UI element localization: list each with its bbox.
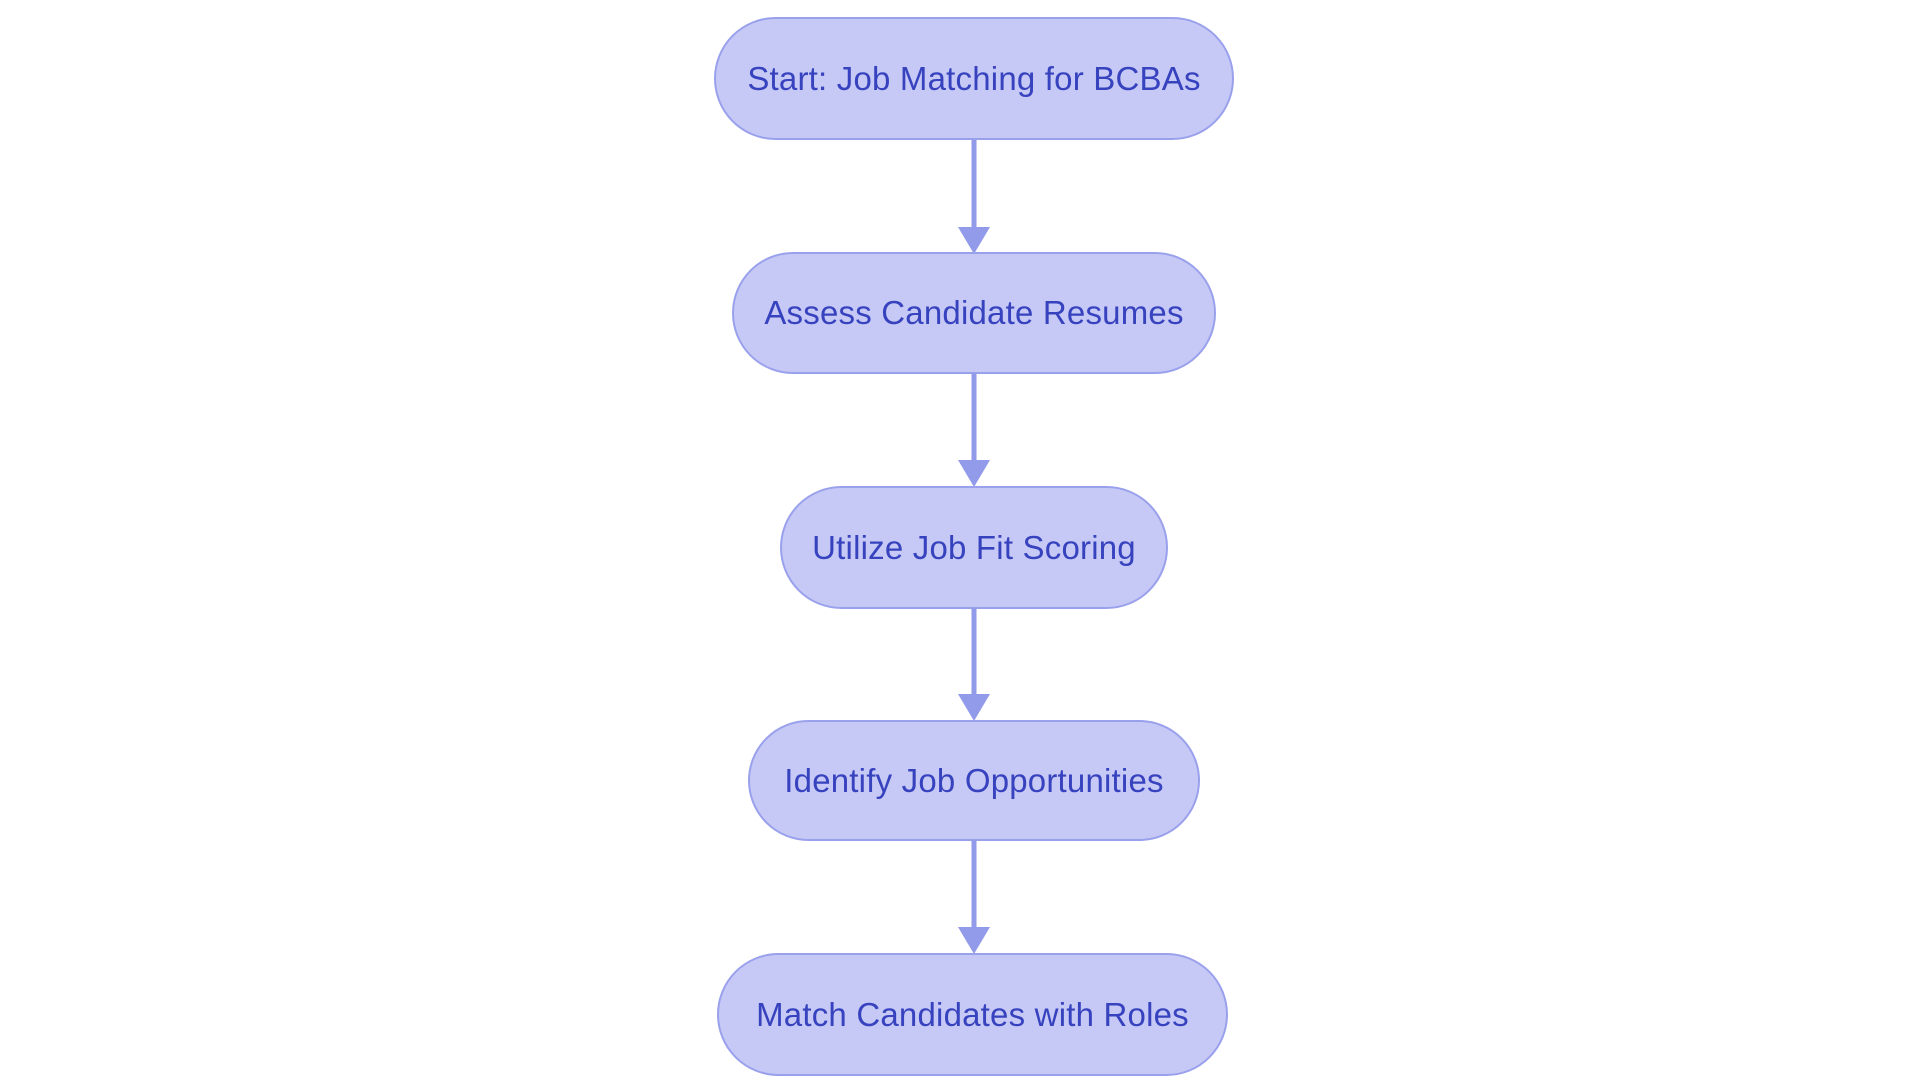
arrow-head-icon — [958, 460, 990, 487]
flowchart-node-start: Start: Job Matching for BCBAs — [714, 17, 1234, 140]
flowchart-node-assess-resumes: Assess Candidate Resumes — [732, 252, 1216, 374]
node-label: Match Candidates with Roles — [756, 995, 1189, 1033]
flow-arrow-1 — [958, 140, 990, 254]
flowchart-node-match-roles: Match Candidates with Roles — [717, 953, 1228, 1076]
node-label: Utilize Job Fit Scoring — [812, 528, 1136, 566]
node-label: Identify Job Opportunities — [784, 761, 1164, 799]
flowchart-node-job-fit-scoring: Utilize Job Fit Scoring — [780, 486, 1168, 609]
flow-arrow-4 — [958, 840, 990, 954]
flow-arrow-3 — [958, 608, 990, 721]
arrow-stem — [971, 840, 977, 931]
arrow-head-icon — [958, 927, 990, 954]
flowchart-node-identify-opportunities: Identify Job Opportunities — [748, 720, 1200, 841]
arrow-stem — [971, 608, 977, 698]
node-label: Assess Candidate Resumes — [764, 294, 1184, 331]
arrow-stem — [971, 140, 977, 231]
arrow-head-icon — [958, 227, 990, 254]
flow-arrow-2 — [958, 373, 990, 487]
arrow-head-icon — [958, 694, 990, 721]
node-label: Start: Job Matching for BCBAs — [747, 59, 1201, 97]
arrow-stem — [971, 373, 977, 464]
